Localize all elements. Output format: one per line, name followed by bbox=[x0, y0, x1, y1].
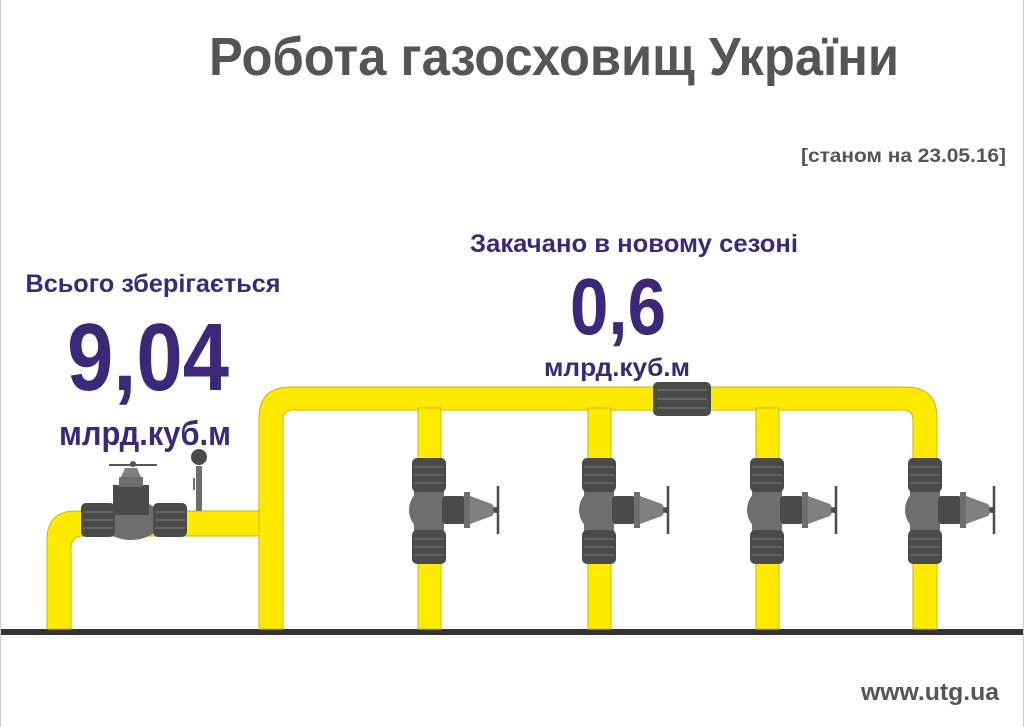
main-loop-pipe bbox=[258, 386, 938, 630]
website-link[interactable]: www.utg.ua bbox=[860, 679, 1000, 706]
date-note: [станом на 23.05.16] bbox=[801, 146, 1006, 167]
page-title: Робота газосховищ України bbox=[209, 27, 899, 87]
pressure-gauge bbox=[191, 449, 207, 511]
ground-line bbox=[1, 629, 1023, 635]
storage-valve-2 bbox=[579, 458, 669, 564]
storage-valve-3 bbox=[747, 458, 837, 564]
injected-value: 0,6 bbox=[570, 262, 666, 351]
stored-label: Всього зберігається bbox=[26, 270, 281, 298]
injected-unit: млрд.куб.м bbox=[544, 354, 690, 382]
storage-valve-1 bbox=[409, 458, 499, 564]
stored-value: 9,04 bbox=[67, 304, 229, 411]
injected-label: Закачано в новому сезоні bbox=[470, 230, 798, 258]
pipe-coupling bbox=[653, 382, 711, 416]
storage-valve-4 bbox=[905, 458, 995, 564]
stored-unit: млрд.куб.м bbox=[59, 415, 231, 453]
main-gate-valve bbox=[80, 461, 188, 540]
